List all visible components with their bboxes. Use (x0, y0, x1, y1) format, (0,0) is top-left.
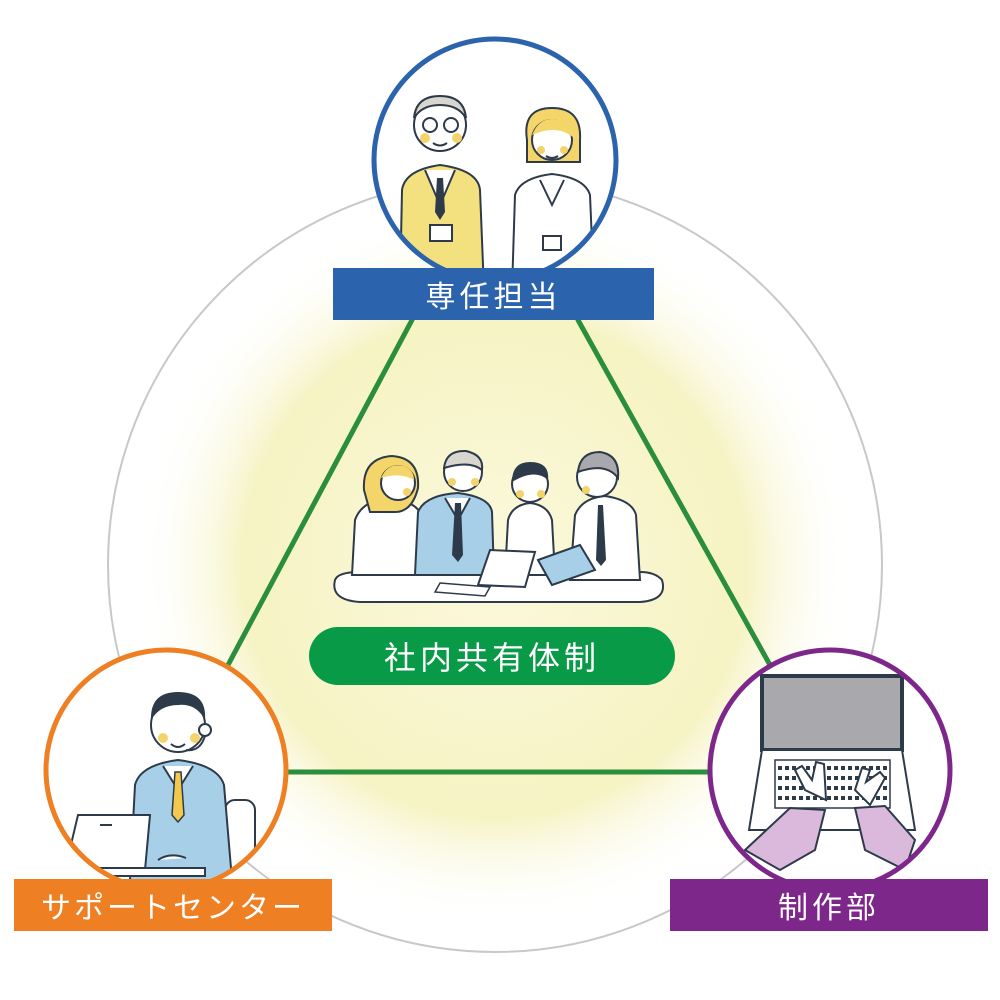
role-label-right: 制作部 (670, 879, 988, 931)
call-center-operator-icon (54, 692, 256, 881)
node-right (707, 647, 953, 893)
center-label: 社内共有体制 (309, 627, 675, 685)
edge-top-left (225, 317, 415, 668)
connection-triangle (225, 317, 773, 775)
team-meeting-icon (333, 449, 664, 603)
role-label-top: 専任担当 (333, 268, 654, 320)
edge-top-right (575, 317, 773, 668)
laptop-typing-icon (743, 674, 917, 872)
role-label-left: サポートセンター (14, 879, 332, 931)
node-left (43, 647, 289, 893)
